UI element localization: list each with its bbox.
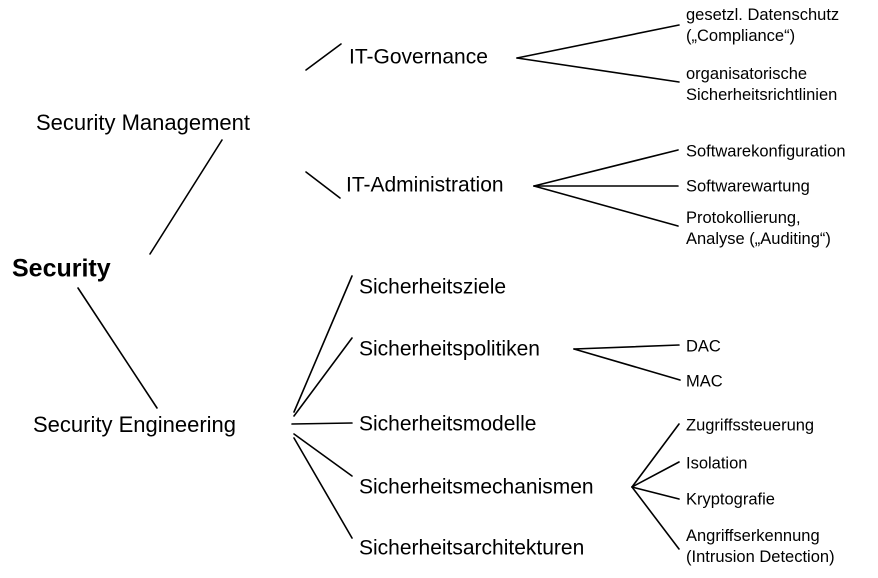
- node-label-sicherheitspolitiken: Sicherheitspolitiken: [359, 338, 540, 361]
- edge-sicherheitsmechanismen-to-isolation: [631, 461, 680, 488]
- node-label-it-administration: IT-Administration: [346, 174, 504, 197]
- edge-it-administration-to-softwarekonfiguration: [533, 149, 679, 187]
- node-label-sicherheitsziele: Sicherheitsziele: [359, 276, 506, 299]
- node-label-mac: MAC: [686, 372, 723, 390]
- edge-it-governance-to-organisatorische-sicherheitsrichtlinien: [516, 57, 680, 83]
- node-label-isolation: Isolation: [686, 454, 747, 472]
- node-label-gesetzl-datenschutz-line-2: („Compliance“): [686, 27, 795, 45]
- edge-security-management-to-it-governance: [305, 43, 342, 71]
- node-label-sicherheitsarchitekturen: Sicherheitsarchitekturen: [359, 537, 584, 560]
- node-label-organisatorische-sicherheitsrichtlinien-line-2: Sicherheitsrichtlinien: [686, 86, 837, 104]
- edge-security-engineering-to-sicherheitspolitiken: [293, 337, 353, 417]
- node-label-angriffserkennung-line-2: (Intrusion Detection): [686, 548, 835, 566]
- node-label-protokollierung-analyse-line-1: Protokollierung,: [686, 209, 801, 227]
- edge-root-to-security-management: [149, 139, 223, 255]
- edge-security-engineering-to-sicherheitsmechanismen: [293, 433, 353, 477]
- node-label-zugriffssteuerung: Zugriffssteuerung: [686, 416, 814, 434]
- edges-layer: [77, 24, 681, 550]
- node-label-kryptografie: Kryptografie: [686, 490, 775, 508]
- node-label-organisatorische-sicherheitsrichtlinien-line-1: organisatorische: [686, 65, 807, 83]
- node-label-it-governance: IT-Governance: [349, 46, 488, 69]
- node-label-protokollierung-analyse: Protokollierung, Analyse („Auditing“): [686, 209, 831, 248]
- edge-sicherheitsmechanismen-to-zugriffssteuerung: [631, 423, 680, 488]
- edge-sicherheitspolitiken-to-mac: [573, 348, 681, 381]
- edge-root-to-security-engineering: [77, 287, 158, 409]
- edge-security-engineering-to-sicherheitsziele: [293, 275, 353, 413]
- node-label-softwarekonfiguration: Softwarekonfiguration: [686, 142, 846, 160]
- edge-it-administration-to-protokollierung-analyse: [533, 185, 679, 227]
- edge-sicherheitsmechanismen-to-angriffserkennung: [631, 486, 680, 550]
- edge-security-engineering-to-sicherheitsmodelle: [291, 422, 353, 425]
- node-label-root: Security: [12, 255, 111, 283]
- edge-it-governance-to-gesetzl-datenschutz: [516, 24, 680, 59]
- node-label-security-management: Security Management: [36, 110, 250, 135]
- node-label-protokollierung-analyse-line-2: Analyse („Auditing“): [686, 230, 831, 248]
- node-label-gesetzl-datenschutz: gesetzl. Datenschutz („Compliance“): [686, 6, 839, 45]
- edge-security-management-to-it-administration: [305, 171, 341, 199]
- node-label-sicherheitsmechanismen: Sicherheitsmechanismen: [359, 476, 594, 499]
- node-label-security-engineering: Security Engineering: [33, 412, 236, 437]
- node-label-softwarewartung: Softwarewartung: [686, 177, 810, 195]
- node-label-angriffserkennung-line-1: Angriffserkennung: [686, 527, 820, 545]
- node-label-angriffserkennung: Angriffserkennung (Intrusion Detection): [686, 527, 835, 566]
- node-label-gesetzl-datenschutz-line-1: gesetzl. Datenschutz: [686, 6, 839, 24]
- edge-sicherheitsmechanismen-to-kryptografie: [631, 486, 680, 500]
- edge-sicherheitspolitiken-to-dac: [573, 344, 680, 350]
- edge-security-engineering-to-sicherheitsarchitekturen: [293, 437, 353, 539]
- node-label-sicherheitsmodelle: Sicherheitsmodelle: [359, 413, 536, 436]
- node-label-dac: DAC: [686, 337, 721, 355]
